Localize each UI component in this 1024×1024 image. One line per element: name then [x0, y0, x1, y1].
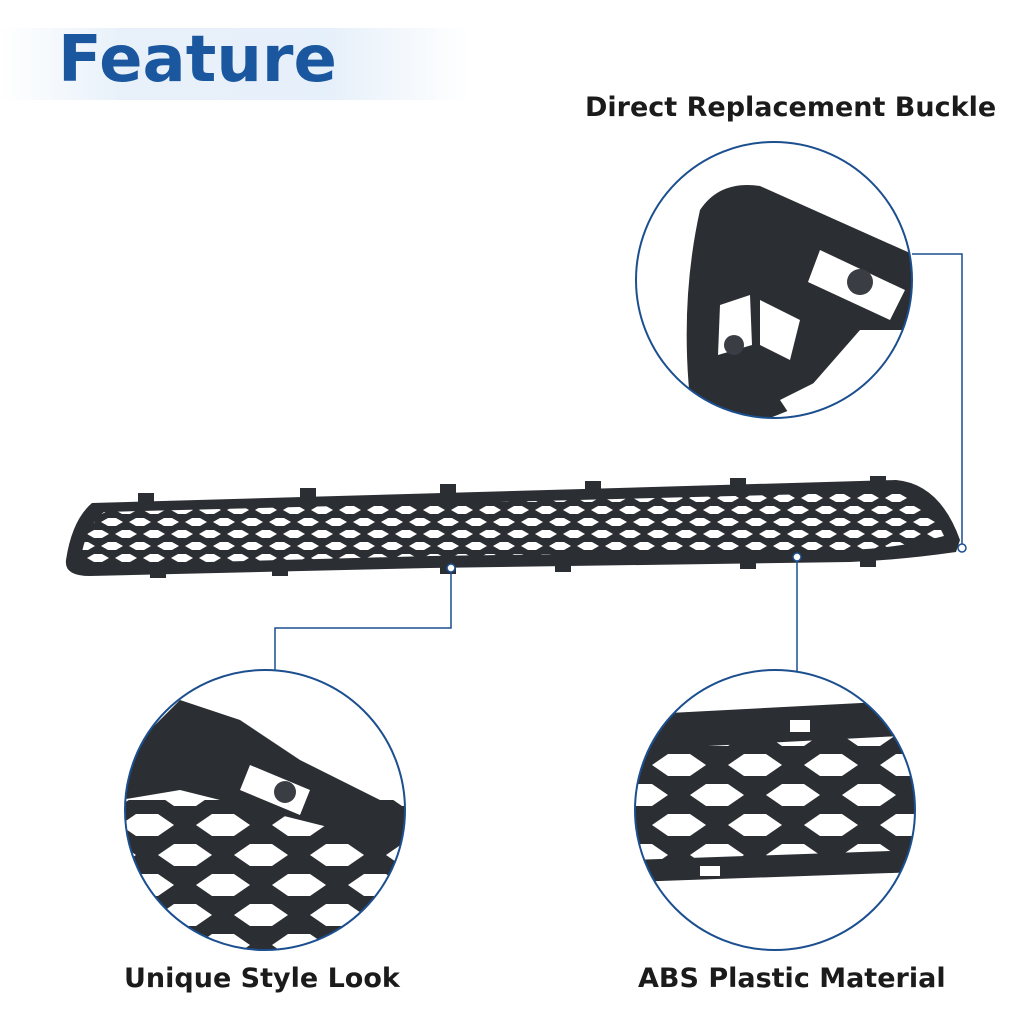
- page-title: Feature: [58, 23, 337, 97]
- feature-label-buckle: Direct Replacement Buckle: [585, 92, 997, 123]
- feature-label-material: ABS Plastic Material: [638, 963, 946, 994]
- zoom-circle-style: [124, 669, 406, 951]
- grille-product-image: [65, 476, 960, 578]
- feature-label-style: Unique Style Look: [124, 963, 400, 994]
- zoom-circle-material: [634, 669, 916, 951]
- callout-connectors: [274, 253, 963, 672]
- zoom-circle-buckle: [635, 141, 913, 419]
- callout-dot-buckle: [957, 543, 967, 553]
- callout-dot-style: [446, 563, 456, 573]
- callout-dot-material: [792, 552, 802, 562]
- title-highlight-band: [0, 28, 470, 100]
